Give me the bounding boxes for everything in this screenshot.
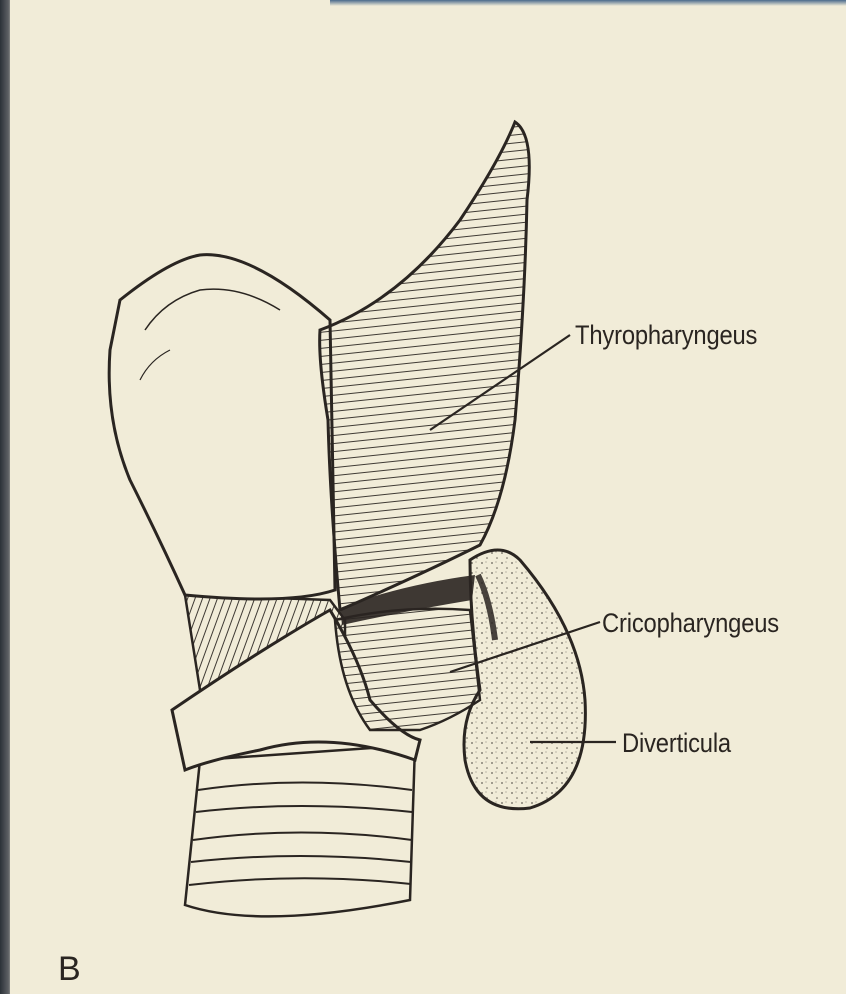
label-cricopharyngeus: Cricopharyngeus bbox=[602, 608, 779, 639]
label-thyropharyngeus: Thyropharyngeus bbox=[575, 320, 757, 351]
diverticulum bbox=[464, 550, 585, 809]
thyropharyngeus-muscle bbox=[320, 122, 530, 610]
panel-letter: B bbox=[58, 950, 81, 989]
thyroid-cartilage bbox=[109, 255, 335, 599]
label-diverticula: Diverticula bbox=[622, 728, 731, 759]
trachea bbox=[185, 745, 415, 916]
